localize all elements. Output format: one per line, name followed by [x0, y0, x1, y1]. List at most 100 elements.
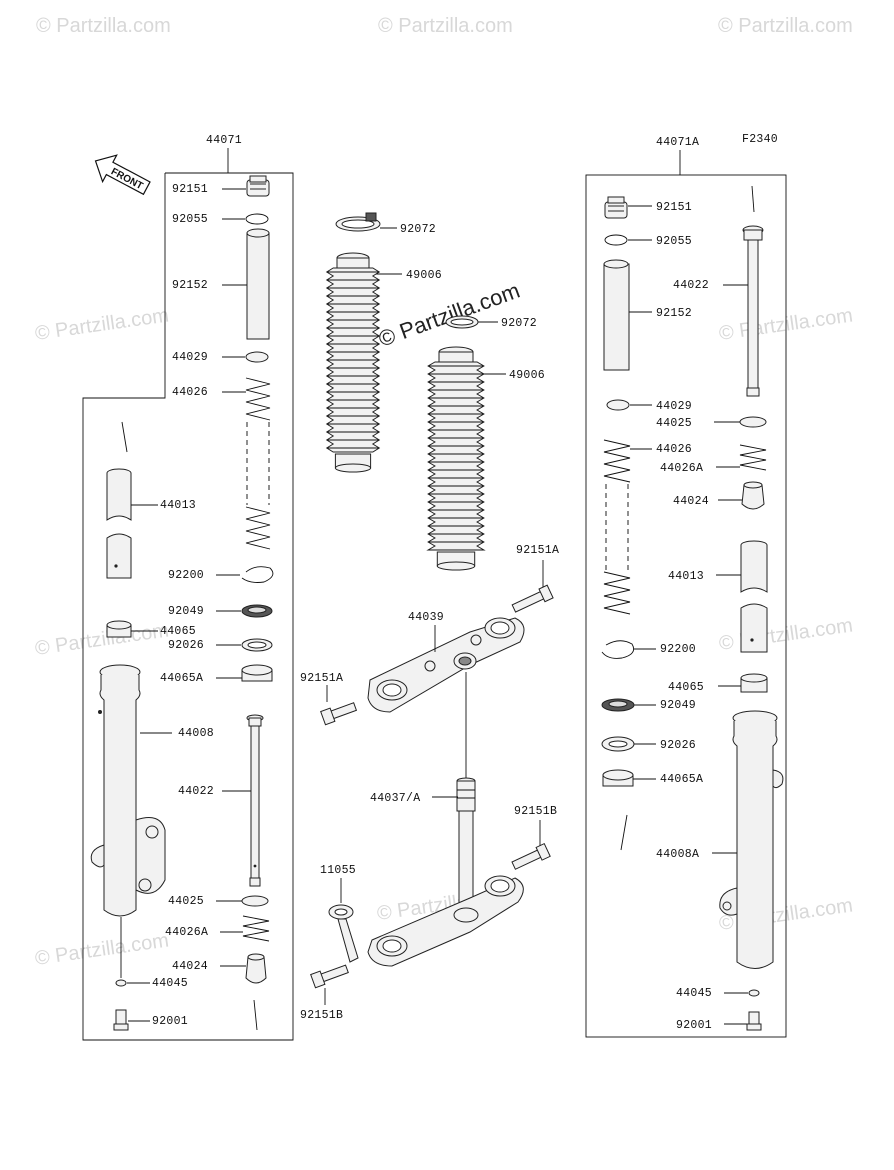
guide-bush-part [106, 620, 132, 638]
cap-bolt-part [246, 175, 270, 197]
bolt-part [511, 842, 551, 870]
part-label: 92151 [656, 201, 692, 214]
part-label: 44022 [673, 279, 709, 292]
part-label: 44065A [660, 773, 703, 786]
fork-boot-part [426, 346, 486, 571]
right-fork-assembly: 44071A 92151 92055 44022 [585, 136, 787, 1038]
part-label: 44013 [160, 499, 196, 512]
bolt-part [511, 584, 554, 613]
rebound-spring-part [242, 915, 270, 942]
gasket-part [748, 989, 760, 997]
part-label: 44039 [408, 611, 444, 624]
part-label: 92055 [656, 235, 692, 248]
guide-bush-part [241, 664, 273, 682]
outer-tube-part [719, 710, 784, 969]
part-label: 92200 [660, 643, 696, 656]
part-label: 44065A [160, 672, 203, 685]
part-label: 49006 [406, 269, 442, 282]
part-label: 44065 [160, 625, 196, 638]
part-label: 92072 [400, 223, 436, 236]
part-label: 44022 [178, 785, 214, 798]
part-label: 44013 [668, 570, 704, 583]
part-label: 92055 [172, 213, 208, 226]
part-label: 44029 [656, 400, 692, 413]
part-label: 92200 [168, 569, 204, 582]
bracket-part [328, 904, 359, 963]
watermark: © Partzilla.com [718, 15, 853, 37]
washer-part [245, 351, 269, 363]
part-label: 92072 [501, 317, 537, 330]
circlip-part [601, 640, 635, 659]
part-label: 44024 [172, 960, 208, 973]
part-label: 44045 [152, 977, 188, 990]
boot-clamp-part [445, 315, 479, 329]
part-label: 44026 [172, 386, 208, 399]
front-arrow-icon: FRONT [94, 154, 151, 196]
group-label-44071: 44071 [206, 134, 242, 147]
oil-seal-part [241, 604, 273, 618]
o-ring-part [604, 234, 628, 246]
o-ring-part [245, 213, 269, 225]
oil-seal-part [601, 698, 635, 712]
watermark: © Partzilla.com [34, 304, 171, 345]
watermark: © Partzilla.com [34, 929, 171, 970]
left-fork-assembly: 44071 92151 92055 92152 44029 [82, 134, 294, 1041]
center-watermark: © Partzilla.com [375, 278, 523, 352]
cap-bolt-part [604, 196, 628, 219]
damper-rod-part [246, 714, 264, 887]
gasket-part [115, 979, 127, 987]
steering-stem-part [456, 777, 476, 916]
part-label: 92151A [516, 544, 559, 557]
part-label: 44065 [668, 681, 704, 694]
watermark: © Partzilla.com [378, 15, 513, 37]
bolt-part [113, 1009, 129, 1031]
part-label: 92001 [676, 1019, 712, 1032]
part-label: 92026 [660, 739, 696, 752]
watermark: © Partzilla.com [34, 619, 171, 660]
center-parts: 92072 49006 92072 49006 92151A [300, 212, 559, 1022]
lower-bracket-part [367, 875, 524, 967]
part-label: 92151B [514, 805, 557, 818]
washer-part [241, 895, 269, 907]
figure-code: F2340 [742, 133, 778, 146]
part-label: 44025 [168, 895, 204, 908]
bolt-part [310, 964, 349, 989]
part-label: 92049 [168, 605, 204, 618]
part-label: 92049 [660, 699, 696, 712]
part-label: 44008 [178, 727, 214, 740]
outer-tube-part [90, 664, 166, 917]
part-label: 44025 [656, 417, 692, 430]
part-label: 11055 [320, 864, 356, 877]
bolt-part [746, 1011, 762, 1031]
bolt-part [320, 702, 358, 726]
rebound-spring-part [739, 444, 767, 471]
part-label: 44008A [656, 848, 699, 861]
part-label: 92152 [656, 307, 692, 320]
watermark: © Partzilla.com [36, 15, 171, 37]
group-label-44071A: 44071A [656, 136, 699, 149]
washer-part [739, 416, 767, 428]
part-label: 92151 [172, 183, 208, 196]
spacer-tube-part [603, 259, 630, 371]
fork-boot-part [325, 252, 381, 473]
cylinder-part [740, 540, 768, 653]
guide-bush-part [740, 673, 768, 693]
damper-rod-part [742, 185, 764, 397]
part-label: 92152 [172, 279, 208, 292]
cylinder-part [106, 421, 132, 579]
part-label: 92001 [152, 1015, 188, 1028]
part-label: 92151B [300, 1009, 343, 1022]
fork-spring-part [245, 377, 271, 550]
part-label: 92026 [168, 639, 204, 652]
guide-bush-part [602, 769, 634, 787]
part-label: 44037/A [370, 792, 420, 805]
circlip-part [241, 566, 274, 583]
oil-lock-piece-part [245, 953, 267, 984]
washer-part [606, 399, 630, 411]
part-label: 44026A [660, 462, 703, 475]
washer-part [601, 736, 635, 752]
upper-bracket-part [367, 617, 525, 713]
washer-part [241, 638, 273, 652]
part-label: 49006 [509, 369, 545, 382]
